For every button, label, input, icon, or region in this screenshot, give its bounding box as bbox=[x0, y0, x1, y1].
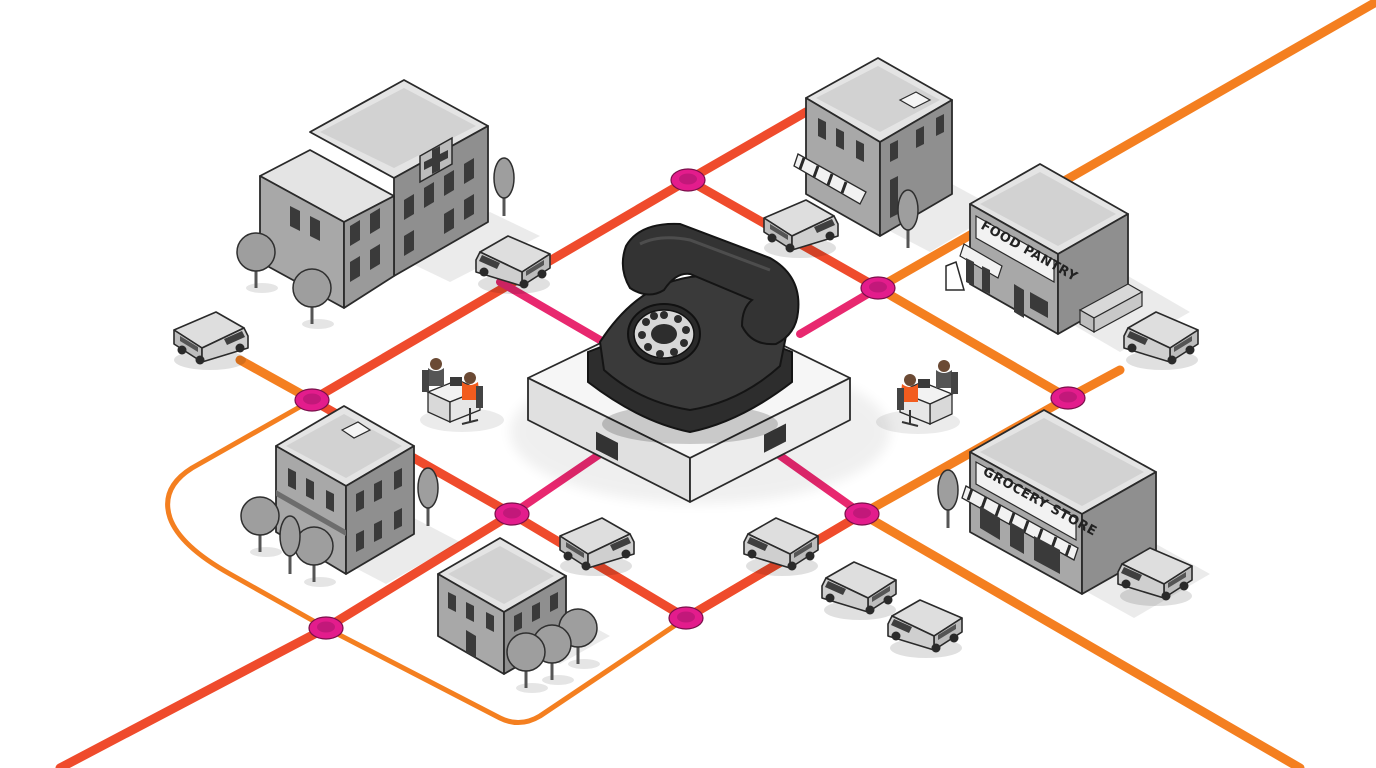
route-node-icon bbox=[668, 606, 704, 630]
corner-shop-building bbox=[793, 57, 1000, 252]
delivery-van bbox=[559, 517, 635, 577]
route-node-icon bbox=[844, 502, 880, 526]
route-node-icon bbox=[294, 388, 330, 412]
route-node-icon bbox=[494, 502, 530, 526]
striped-awning bbox=[793, 153, 867, 205]
rotary-telephone-icon bbox=[587, 222, 800, 444]
dispatcher-desk-east bbox=[875, 359, 961, 435]
orange-route-northeast bbox=[873, 0, 1376, 293]
delivery-van bbox=[887, 599, 963, 659]
orange-route-southeast bbox=[857, 509, 1305, 768]
orange-route-west-loop bbox=[323, 615, 689, 725]
apartment-building-west bbox=[239, 405, 460, 589]
delivery-van bbox=[821, 561, 897, 621]
route-network bbox=[55, 0, 1376, 768]
route-node-icon bbox=[1050, 386, 1086, 410]
dispatcher-desk-west bbox=[419, 357, 505, 433]
medical-cross-icon bbox=[424, 146, 448, 174]
route-node-icon bbox=[308, 616, 344, 640]
delivery-van bbox=[173, 311, 249, 371]
hospital-building bbox=[235, 79, 540, 331]
food-pantry-building: FOOD PANTRY bbox=[945, 163, 1190, 352]
apartment-building-south bbox=[437, 537, 610, 695]
delivery-van bbox=[743, 517, 819, 577]
route-node-icon bbox=[860, 276, 896, 300]
central-dispatch-hub bbox=[510, 222, 890, 504]
orange-route-outer-loop bbox=[165, 397, 329, 631]
route-node-icon bbox=[670, 168, 706, 192]
delivery-van bbox=[763, 199, 839, 259]
